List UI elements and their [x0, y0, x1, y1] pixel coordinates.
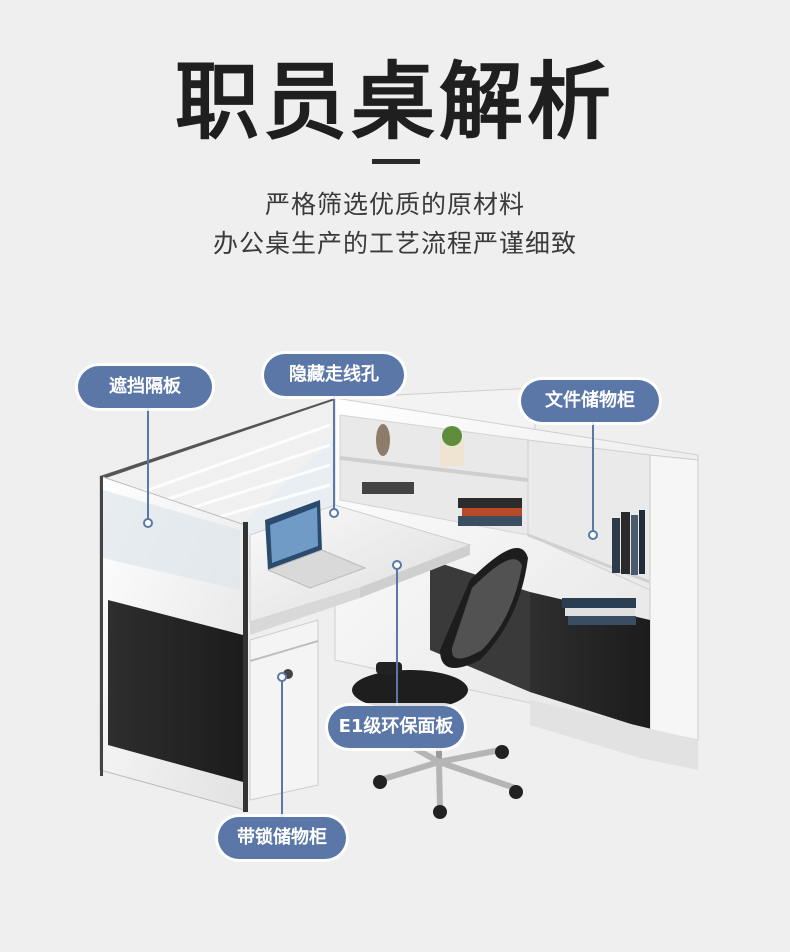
subtitle-line-2: 办公桌生产的工艺流程严谨细致: [212, 229, 577, 258]
bookshelf-cabinet: [334, 387, 699, 741]
callout-line-cable-hole: [333, 394, 335, 512]
callout-cable-hole: 隐藏走线孔: [264, 354, 404, 396]
desk-top: [249, 500, 472, 635]
drawer-cabinet: [249, 619, 319, 801]
callout-line-lock-cabinet: [281, 678, 283, 822]
subtitle-line-1: 严格筛选优质的原材料: [264, 190, 525, 219]
callout-dot-cable-hole: [329, 508, 339, 518]
callout-dot-screen: [143, 518, 153, 528]
callout-panel: E1级环保面板: [328, 706, 464, 748]
page-title: 职员桌解析: [174, 53, 615, 151]
callout-screen: 遮挡隔板: [78, 366, 212, 408]
partition-screen: [99, 398, 335, 812]
desk-scene: 遮挡隔板 隐藏走线孔 文件储物柜 E1级环保面板 带锁储物柜: [0, 330, 790, 952]
desk-illustration: [99, 387, 699, 819]
callout-line-file-cabinet: [592, 420, 594, 532]
callout-file-cabinet: 文件储物柜: [521, 380, 659, 422]
title-underline: [372, 159, 420, 164]
callout-dot-file-cabinet: [588, 530, 598, 540]
callout-lock-cabinet: 带锁储物柜: [218, 817, 346, 859]
callout-dot-panel: [392, 560, 402, 570]
callout-line-panel: [396, 566, 398, 708]
callout-dot-lock-cabinet: [277, 672, 287, 682]
callout-line-screen: [147, 406, 149, 522]
